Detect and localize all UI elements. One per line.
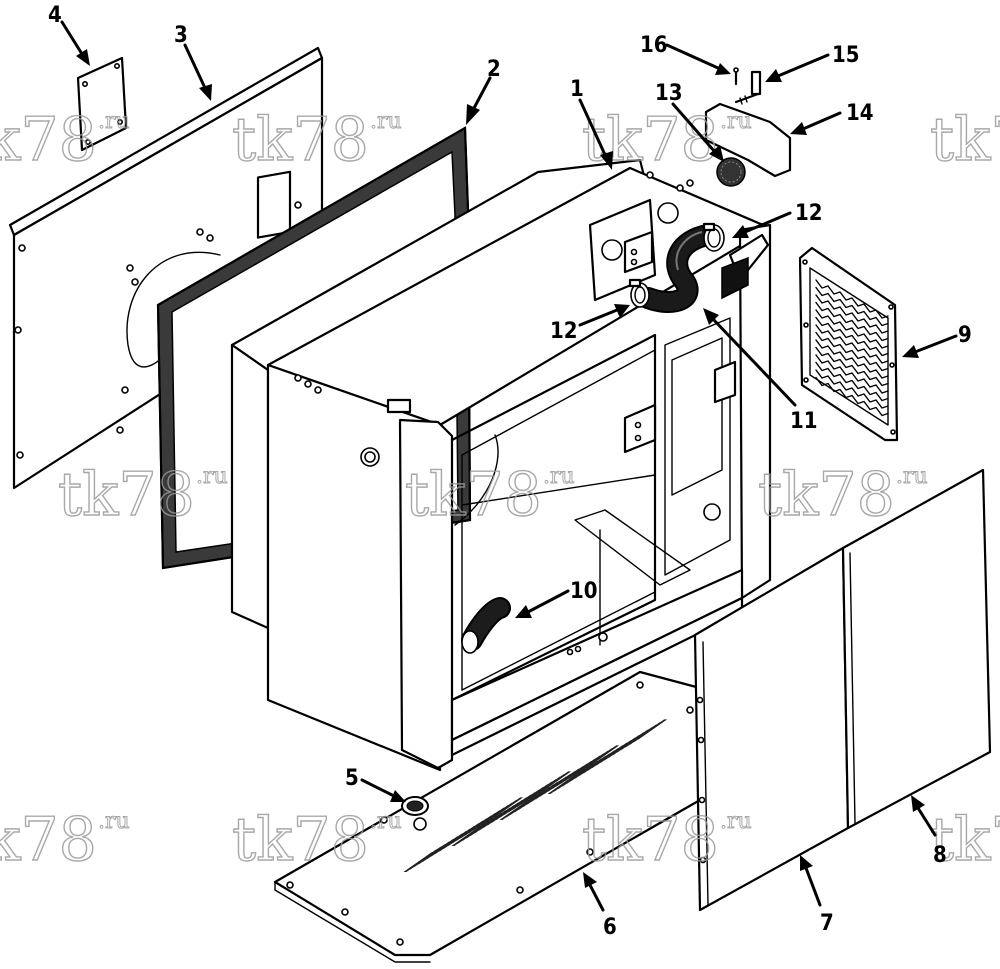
base-plate-part-6 (273, 670, 702, 963)
grille-slat (815, 301, 889, 342)
watermark-suffix: .ru (720, 109, 752, 134)
grille-slat (815, 331, 889, 372)
watermark-text: tk78 (930, 105, 1000, 175)
callout-13: 13 (655, 81, 683, 106)
grille-slat (815, 286, 889, 327)
callout-11: 11 (790, 409, 818, 434)
grille-slat (815, 346, 889, 387)
back-panel-part-3 (8, 46, 324, 490)
vent-slot (635, 719, 668, 740)
callout-9: 9 (958, 323, 972, 348)
callout-4: 4 (48, 3, 62, 28)
watermark-suffix: .ru (196, 464, 228, 489)
callout-10: 10 (570, 579, 598, 604)
hose-clamp-part-12-upper (702, 222, 725, 252)
watermark-text: tk78 (405, 460, 542, 530)
watermark-suffix: .ru (98, 109, 130, 134)
grommet-part-5 (401, 796, 429, 816)
callout-8: 8 (933, 843, 947, 868)
callout-3: 3 (174, 23, 188, 48)
vent-slot (539, 771, 572, 792)
grille-slat (815, 294, 889, 334)
grille-slat (815, 339, 889, 379)
grille-slat (815, 361, 889, 402)
cover-plate-part-4 (76, 56, 128, 152)
watermark-text: tk78 (232, 805, 369, 875)
watermark-text: tk78 (758, 460, 895, 530)
watermark-suffix: .ru (543, 464, 575, 489)
callout-12-lower: 12 (550, 319, 578, 344)
hose-part-10 (461, 597, 511, 654)
vent-slot (587, 745, 620, 766)
watermark-text: tk78 (0, 105, 97, 175)
vent-grille-part-9 (798, 246, 899, 442)
callout-16: 16 (640, 33, 668, 58)
callout-arrows (60, 20, 958, 912)
watermark-text: tk78 (58, 460, 195, 530)
callout-15: 15 (832, 43, 860, 68)
watermark-text: tk78 (930, 805, 1000, 875)
hose-part-11 (637, 224, 719, 313)
callout-12-upper: 12 (795, 201, 823, 226)
callout-6: 6 (603, 915, 617, 940)
watermark-suffix: .ru (370, 109, 402, 134)
callout-14: 14 (846, 101, 874, 126)
watermark-layer: tk78.rutk78.rutk78.rutk78.rutk78.rutk78.… (0, 104, 1000, 875)
cabinet-housing-part-1 (230, 158, 772, 772)
grille-slat (815, 369, 889, 409)
callout-7: 7 (820, 911, 834, 936)
mesh-disc-part-13 (716, 157, 746, 187)
pin-part-16 (733, 67, 739, 86)
grille-slat (815, 324, 889, 364)
watermark-text: tk78 (582, 805, 719, 875)
grille-slat (815, 376, 889, 417)
callout-1: 1 (570, 77, 584, 102)
watermark-suffix: .ru (896, 464, 928, 489)
watermark-suffix: .ru (720, 809, 752, 834)
callout-2: 2 (487, 57, 501, 82)
grille-slat (815, 354, 889, 394)
hose-clamp-part-12-lower (628, 278, 650, 308)
screw-part-15 (734, 70, 762, 105)
grille-slat (815, 316, 889, 357)
door-panel-part-8 (841, 468, 992, 830)
watermark-suffix: .ru (98, 809, 130, 834)
grille-slat (815, 279, 889, 319)
grille-slat (815, 309, 889, 349)
callout-labels: 1 2 3 4 5 6 7 8 9 10 11 12 12 13 14 15 1… (48, 3, 972, 940)
watermark-text: tk78 (582, 105, 719, 175)
vent-slot (491, 797, 524, 818)
callout-5: 5 (345, 766, 359, 791)
watermark-suffix: .ru (370, 809, 402, 834)
watermark-text: tk78 (0, 805, 97, 875)
watermark-text: tk78 (232, 105, 369, 175)
